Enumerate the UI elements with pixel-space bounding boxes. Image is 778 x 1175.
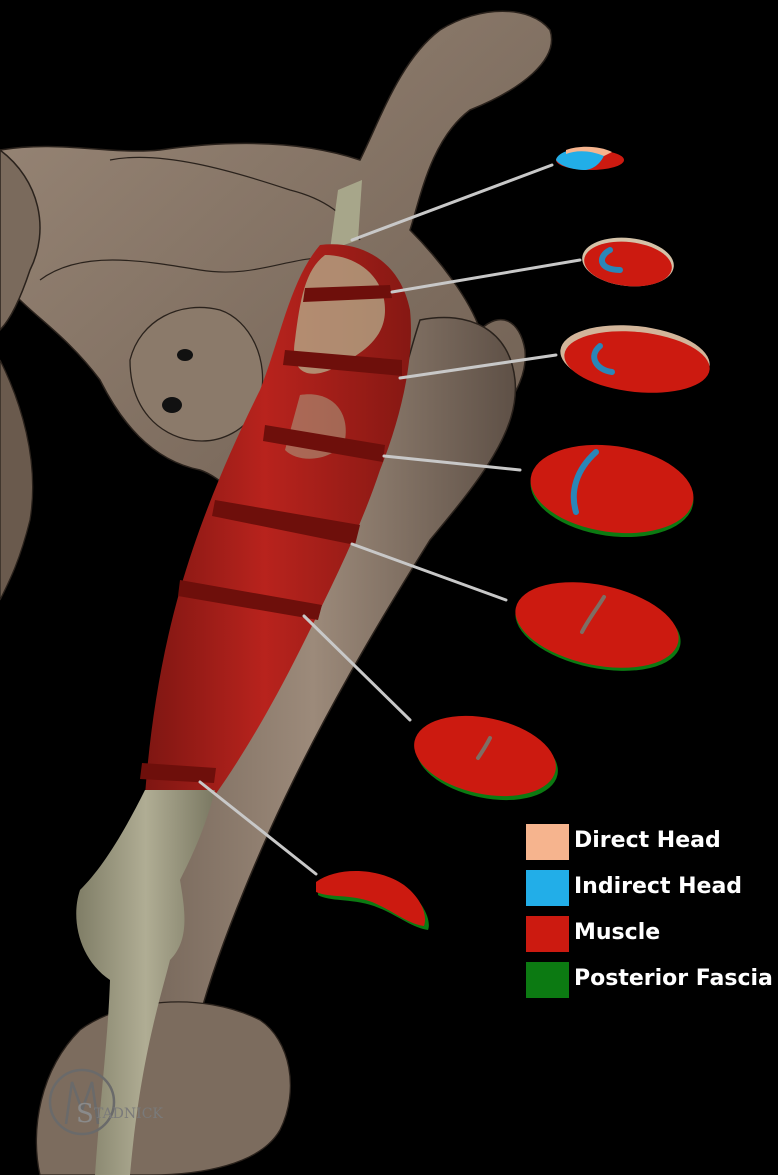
svg-text:TADNICK: TADNICK: [94, 1106, 163, 1122]
svg-text:S: S: [76, 1099, 94, 1129]
cross-section-2: [580, 233, 677, 290]
legend-label: Indirect Head: [574, 872, 742, 902]
legend-swatch: [526, 870, 569, 906]
legend-label: Direct Head: [574, 826, 721, 856]
cross-section-4: [525, 435, 700, 547]
cross-section-6: [407, 704, 566, 812]
legend-swatch: [526, 824, 569, 860]
legend-label: Muscle: [574, 918, 660, 948]
legend-label: Posterior Fascia: [574, 964, 773, 994]
legend-swatch: [526, 916, 569, 952]
cross-section-7: [316, 871, 429, 930]
cross-section-3: [557, 318, 713, 399]
cross-section-1: [556, 147, 624, 170]
watermark-logo: S TADNICK: [46, 1064, 206, 1144]
legend-swatch: [526, 962, 569, 998]
cross-section-5: [507, 569, 688, 685]
